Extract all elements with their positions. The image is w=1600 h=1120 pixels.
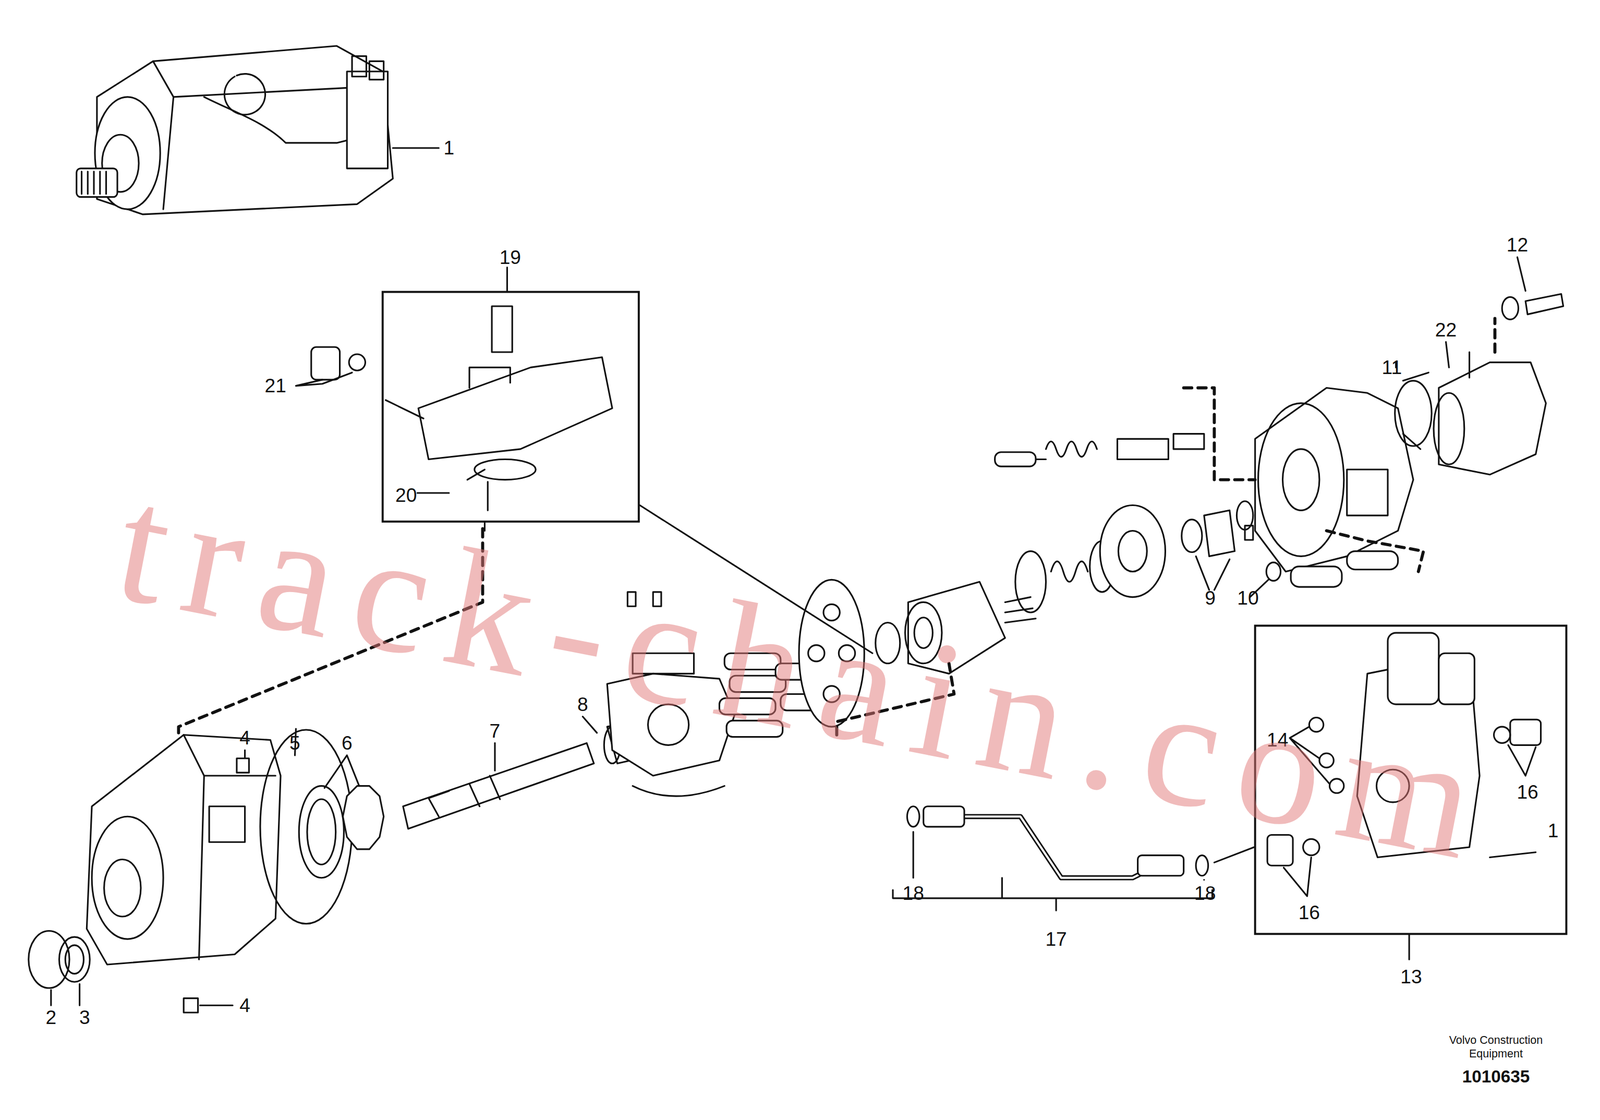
callout-number: 1: [1547, 820, 1559, 841]
callout-number: 17: [1045, 929, 1067, 949]
callout-number: 14: [1266, 730, 1289, 750]
pump-housing: [86, 734, 281, 965]
pump-assembly: [76, 45, 394, 215]
callout-frame: 1920: [381, 291, 640, 523]
callout-number: 6: [341, 733, 353, 753]
callout-number: 16: [1516, 782, 1538, 802]
callout-number: 5: [289, 733, 301, 753]
callout-number: 18: [1194, 882, 1216, 903]
callout-number: 4: [239, 728, 251, 748]
callout-number: 19: [499, 247, 521, 267]
publisher: Volvo Construction Equipment: [1439, 1033, 1553, 1061]
callout-number: 8: [577, 694, 589, 714]
callout-number: 1: [443, 138, 455, 158]
callout-number: 10: [1237, 588, 1259, 608]
callout-number: 3: [79, 1007, 91, 1027]
callout-frame: 131416161: [1254, 624, 1568, 935]
callout-number: 9: [1204, 588, 1216, 608]
callout-number: 4: [239, 995, 251, 1015]
callout-number: 11: [1382, 357, 1403, 378]
callout-number: 12: [1506, 235, 1529, 255]
callout-number: 16: [1298, 902, 1320, 923]
watermark: track-chain.com: [105, 457, 1508, 890]
callout-number: 21: [264, 376, 287, 396]
drawing-number: 1010635: [1462, 1068, 1531, 1086]
callout-number: 13: [1400, 966, 1422, 987]
callout-number: 22: [1435, 319, 1457, 339]
callout-number: 2: [45, 1007, 57, 1027]
callout-number: 20: [395, 485, 417, 505]
callout-number: 18: [902, 882, 925, 903]
callout-number: 7: [489, 720, 501, 741]
